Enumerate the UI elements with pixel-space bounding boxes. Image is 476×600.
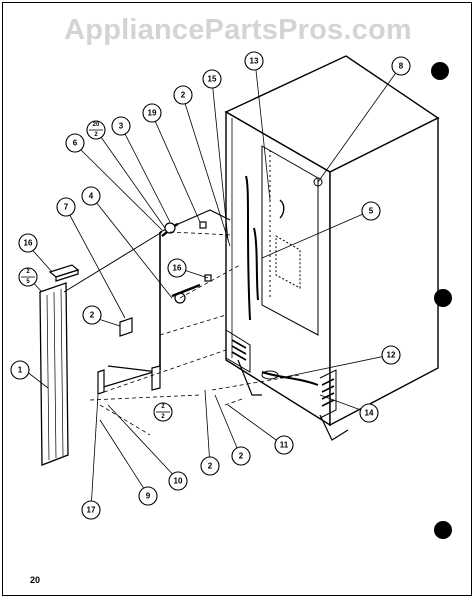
callout-4: 4: [81, 186, 101, 206]
leader-lines-dashed: [89, 231, 301, 436]
callout-label: 11: [280, 441, 289, 450]
callout-7: 7: [56, 197, 76, 217]
part-16-block: [48, 264, 80, 282]
callout-15: 15: [202, 69, 222, 89]
callout-label: 13: [250, 57, 259, 66]
fraction-bottom: 2: [161, 414, 165, 420]
callout-12: 12: [381, 345, 401, 365]
callout-5: 5: [361, 201, 381, 221]
callout-1: 1: [10, 360, 30, 380]
callout-10: 10: [168, 471, 188, 491]
callout-2b: 2: [173, 85, 193, 105]
watermark-text: AppliancePartsPros.com: [64, 14, 412, 46]
callout-8: 8: [391, 56, 411, 76]
callout-16b: 16: [167, 258, 187, 278]
fraction-top: 20: [93, 122, 100, 128]
callout-label: 3: [119, 122, 124, 131]
part-7-wire: [63, 231, 163, 293]
fraction-top: 2: [161, 404, 165, 410]
binder-hole-bottom: [434, 521, 452, 539]
condenser-assembly: [97, 209, 231, 395]
callout-label: 19: [148, 109, 157, 118]
compressor-compartment: [225, 329, 349, 441]
leader-lines: [25, 60, 401, 510]
part-2-plate: [119, 317, 133, 337]
page-border: [2, 2, 472, 596]
part-1-side-panel: [39, 282, 69, 466]
page-number: 20: [30, 575, 41, 585]
callout-13: 13: [244, 51, 264, 71]
callout-17: 17: [81, 500, 101, 520]
fraction-2-5: 2 5: [18, 267, 38, 287]
callout-11: 11: [274, 435, 294, 455]
callout-label: 4: [89, 192, 94, 201]
fraction-bottom: 5: [26, 279, 30, 285]
callout-label: 12: [387, 351, 396, 360]
callout-label: 17: [87, 506, 96, 515]
callout-14: 14: [359, 403, 379, 423]
callout-label: 7: [64, 203, 69, 212]
callout-16a: 16: [18, 233, 38, 253]
callout-2d: 2: [231, 446, 251, 466]
callout-label: 16: [173, 264, 182, 273]
callout-label: 16: [24, 239, 33, 248]
binder-hole-middle: [434, 289, 452, 307]
callout-19: 19: [142, 103, 162, 123]
binder-hole-top: [431, 62, 449, 80]
callout-label: 8: [399, 62, 404, 71]
cabinet: [224, 55, 440, 427]
fraction-top: 2: [26, 269, 30, 275]
rear-panel: [245, 145, 323, 336]
callout-9: 9: [138, 486, 158, 506]
callout-label: 2: [181, 91, 186, 100]
callout-label: 2: [90, 311, 95, 320]
callout-label: 15: [208, 75, 217, 84]
callout-3: 3: [111, 116, 131, 136]
fraction-bottom: 2: [94, 132, 98, 138]
callout-label: 1: [18, 366, 23, 375]
callout-6: 6: [65, 133, 85, 153]
callout-label: 6: [73, 139, 78, 148]
callout-label: 5: [369, 207, 374, 216]
callout-label: 9: [146, 492, 151, 501]
callout-label: 2: [239, 452, 244, 461]
callout-2a: 2: [82, 305, 102, 325]
callout-2c: 2: [200, 456, 220, 476]
callout-label: 2: [208, 462, 213, 471]
fraction-20-2: 20 2: [86, 120, 106, 140]
callout-label: 10: [174, 477, 183, 486]
cabinet-side: [329, 116, 439, 427]
fraction-2-2: 2 2: [153, 402, 173, 422]
callout-label: 14: [365, 409, 374, 418]
